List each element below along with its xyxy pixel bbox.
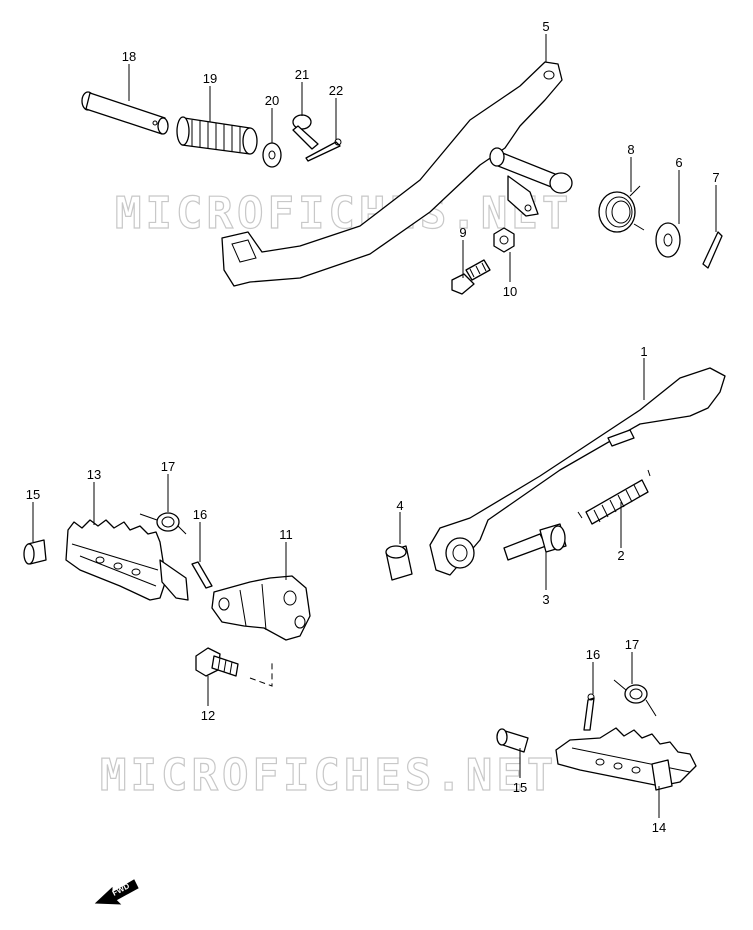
part-6-washer [655,222,681,258]
callout-10: 10 [503,284,517,299]
part-5-brake-pedal [221,61,573,287]
part-12-bolt [195,647,273,687]
part-1-side-stand [429,367,726,576]
part-7-cotter-pin [702,231,723,269]
callout-16-right: 16 [586,647,600,662]
callout-17-left: 17 [161,459,175,474]
callout-12: 12 [201,708,215,723]
part-4-collar [385,545,413,581]
part-11-bracket [211,575,311,641]
part-9-bolt [451,259,491,295]
callout-11: 11 [279,527,293,542]
callout-9: 9 [459,225,466,240]
leader-lines [32,34,717,818]
part-22-cotter-pin [305,138,342,162]
part-16-cotter-pin-left [191,561,213,589]
callout-13: 13 [87,467,101,482]
part-16-cotter-pin-right [583,693,595,731]
callout-7: 7 [712,170,719,185]
callout-19: 19 [203,71,217,86]
part-19-rubber-footrest [176,116,258,155]
callout-20: 20 [265,93,279,108]
callout-22: 22 [329,83,343,98]
part-8-spring [598,185,645,233]
part-3-bolt [503,523,567,561]
callout-labels: 1 2 3 4 5 6 7 8 9 10 11 12 13 14 15 15 1… [26,19,720,835]
part-15-pin-right [496,728,529,753]
callout-8: 8 [627,142,634,157]
part-17-spring-right [613,679,657,717]
part-15-pin-left [23,539,47,565]
callout-5: 5 [542,19,549,34]
part-13-footrest [65,519,189,601]
callout-16-left: 16 [193,507,207,522]
callout-2: 2 [617,548,624,563]
part-20-washer [262,142,282,168]
part-21-clevis-pin [292,114,319,150]
part-2-spring [577,469,651,525]
callout-17-right: 17 [625,637,639,652]
callout-6: 6 [675,155,682,170]
part-18-pivot-pin [81,91,169,135]
part-14-footrest [555,727,697,791]
part-10-nut [493,227,515,253]
watermark-top: MICROFICHES.NET [115,188,572,239]
callout-21: 21 [295,67,309,82]
callout-1: 1 [640,344,647,359]
part-17-spring-left [139,512,187,535]
callout-3: 3 [542,592,549,607]
callout-15-left: 15 [26,487,40,502]
callout-15-right: 15 [513,780,527,795]
callout-18: 18 [122,49,136,64]
callout-14: 14 [652,820,666,835]
watermark-bottom: MICROFICHES.NET [100,750,557,801]
fwd-arrow-icon: FWD [94,879,139,905]
callout-4: 4 [396,498,403,513]
